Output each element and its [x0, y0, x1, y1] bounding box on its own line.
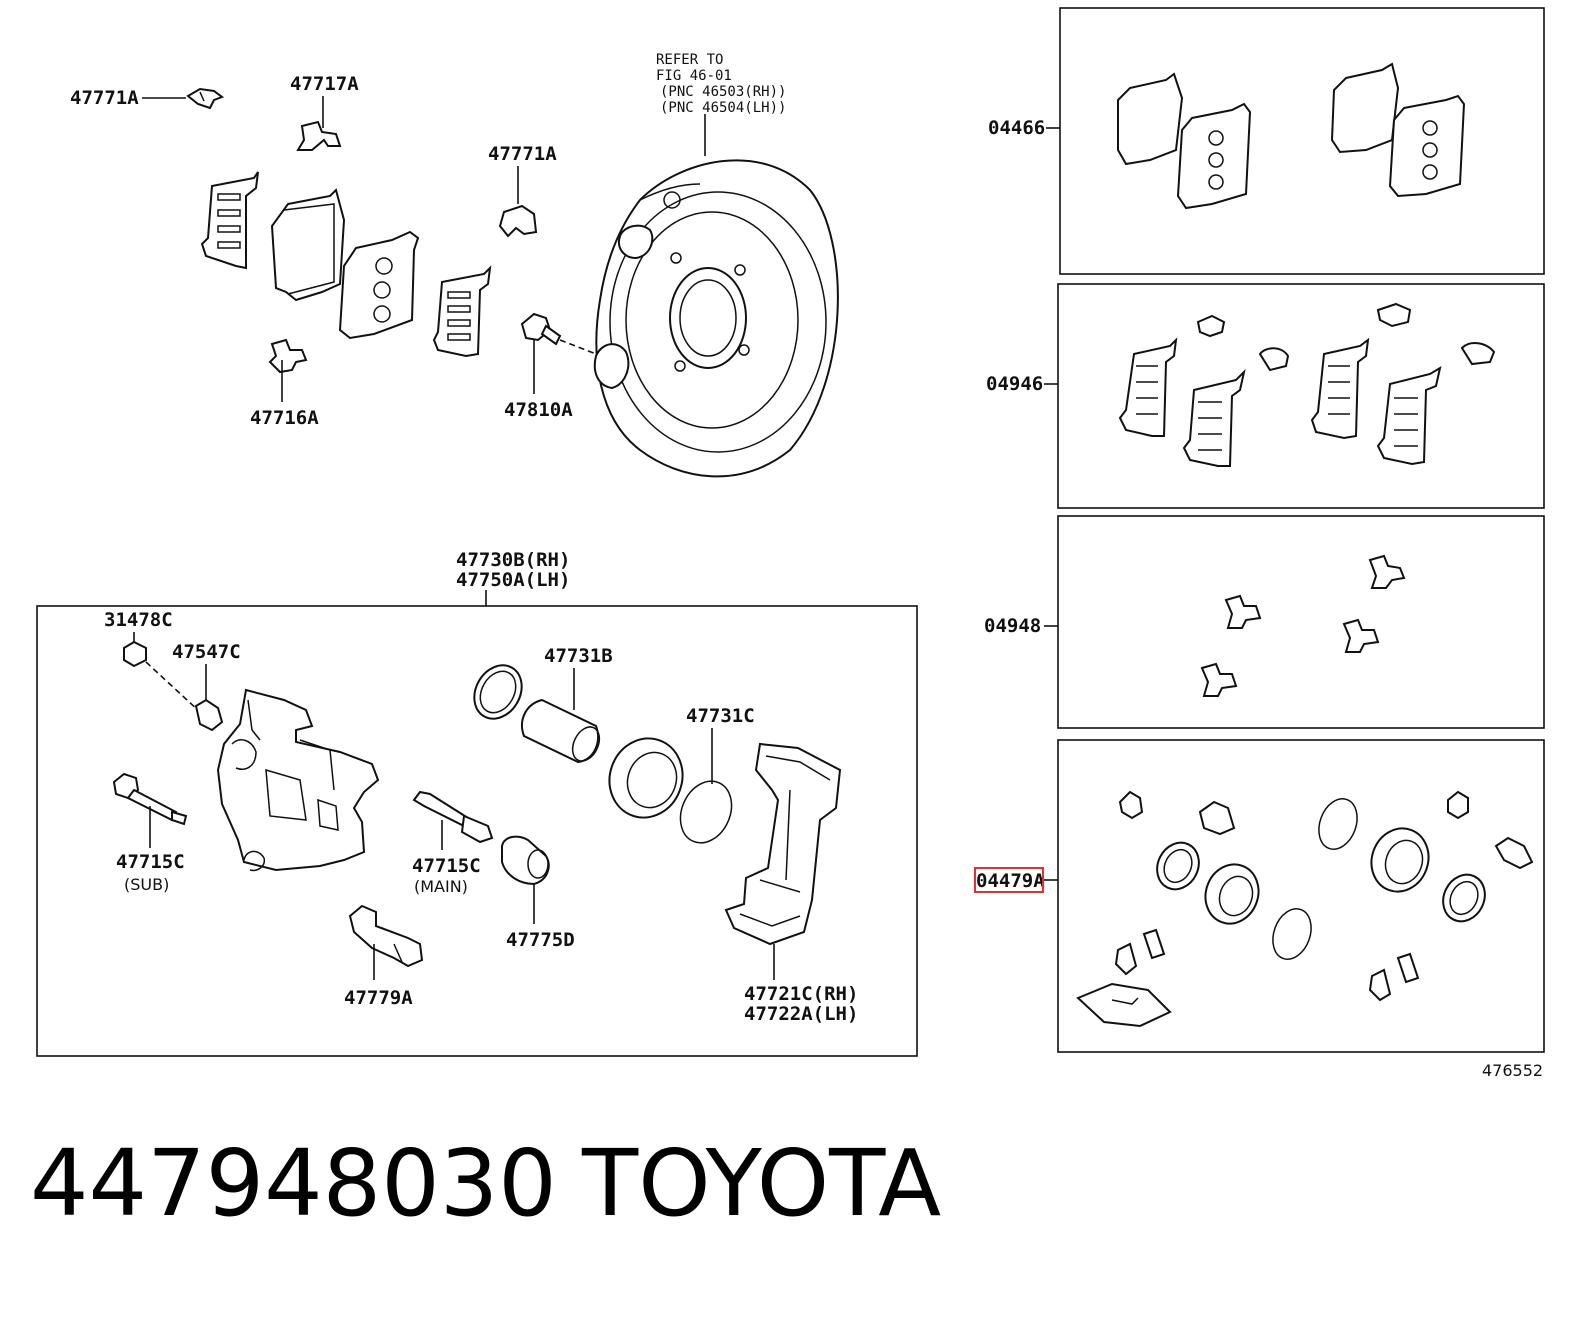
- shim-left-outer[interactable]: [200, 171, 259, 270]
- label-47775d[interactable]: 47775D: [506, 929, 575, 951]
- label-47715c-sub[interactable]: 47715C: [116, 851, 185, 873]
- caliper-body[interactable]: [216, 688, 380, 872]
- slide-pin-47715c-sub[interactable]: [112, 772, 188, 826]
- label-47721c-rh[interactable]: 47721C(RH): [744, 983, 858, 1005]
- label-47730b-rh[interactable]: 47730B(RH): [456, 549, 570, 571]
- bleeder-plug-47547c[interactable]: [194, 698, 224, 732]
- refer-line-3: (PNC 46503(RH)): [660, 84, 786, 100]
- label-47547c[interactable]: 47547C: [172, 641, 241, 663]
- retaining-ring[interactable]: [671, 773, 741, 851]
- illustration-id: 476552: [1482, 1061, 1543, 1080]
- brand-name: TOYOTA: [582, 1130, 942, 1237]
- boot-47775d[interactable]: [501, 835, 550, 886]
- label-47731b[interactable]: 47731B: [544, 645, 613, 667]
- refer-line-1: REFER TO: [656, 52, 723, 68]
- kit-04479a-panel: 04479A: [974, 739, 1545, 1053]
- label-47717a[interactable]: 47717A: [290, 73, 359, 95]
- kit-04479a-frame: [1057, 739, 1545, 1053]
- seal-ring[interactable]: [465, 657, 531, 727]
- label-47771a-left[interactable]: 47771A: [70, 87, 139, 109]
- note-sub: (SUB): [124, 875, 169, 894]
- bleeder-cap-31478c[interactable]: [123, 640, 147, 668]
- clip-47716a[interactable]: [268, 338, 308, 374]
- clip-47771a-center[interactable]: [498, 204, 538, 238]
- kit-04946-clips[interactable]: [1196, 302, 1496, 372]
- label-04466[interactable]: 04466: [988, 117, 1045, 139]
- kit-04946-shims[interactable]: [1118, 337, 1442, 467]
- highlight-box: [974, 867, 1044, 893]
- top-assembly: 47771A 47717A: [70, 52, 839, 478]
- refer-line-2: FIG 46-01: [656, 68, 732, 84]
- bushing-47779a[interactable]: [348, 904, 424, 968]
- piston[interactable]: [521, 698, 605, 765]
- backing-plate[interactable]: [593, 159, 839, 478]
- label-47716a[interactable]: 47716A: [250, 407, 319, 429]
- kit-04479a-clips-and-grease[interactable]: [1076, 928, 1420, 1028]
- brake-pad-inner[interactable]: [270, 188, 346, 302]
- bolt-47810a[interactable]: [520, 312, 562, 346]
- kit-04946-panel: 04946: [986, 283, 1545, 509]
- label-31478c[interactable]: 31478C: [104, 609, 173, 631]
- label-47715c-main[interactable]: 47715C: [412, 855, 481, 877]
- caliper-group: 47730B(RH) 47750A(LH) 31478C 47547C: [36, 549, 918, 1057]
- label-04948[interactable]: 04948: [984, 615, 1041, 637]
- clip-47771a-left[interactable]: [186, 87, 225, 110]
- label-47731c[interactable]: 47731C: [686, 705, 755, 727]
- label-47771a-center[interactable]: 47771A: [488, 143, 557, 165]
- kit-04466-panel: 04466: [988, 7, 1545, 275]
- label-04479a[interactable]: 04479A: [976, 870, 1045, 892]
- label-04946[interactable]: 04946: [986, 373, 1043, 395]
- label-47750a-lh[interactable]: 47750A(LH): [456, 569, 570, 591]
- label-47722a-lh[interactable]: 47722A(LH): [744, 1003, 858, 1025]
- kit-04479a-seals[interactable]: [1118, 790, 1534, 965]
- shim-right-outer[interactable]: [432, 265, 492, 358]
- part-number: 447948030: [30, 1130, 557, 1237]
- label-47810a[interactable]: 47810A: [504, 399, 573, 421]
- refer-line-4: (PNC 46504(LH)): [660, 100, 786, 116]
- slide-pin-47715c-main[interactable]: [412, 790, 494, 844]
- label-47779a[interactable]: 47779A: [344, 987, 413, 1009]
- piston-boot[interactable]: [598, 728, 693, 828]
- kit-04466-frame: [1059, 7, 1545, 275]
- kit-04946-frame: [1057, 283, 1545, 509]
- clip-47717a[interactable]: [296, 120, 342, 151]
- kit-04466-pads-right[interactable]: [1330, 62, 1466, 198]
- note-main: (MAIN): [414, 877, 468, 896]
- caliper-group-frame: [36, 605, 918, 1057]
- kit-04466-pads-left[interactable]: [1117, 72, 1252, 210]
- kit-04948-frame: [1057, 515, 1545, 729]
- kit-04948-panel: 04948: [984, 515, 1545, 729]
- caliper-bracket[interactable]: [724, 742, 842, 946]
- brake-pad-outer[interactable]: [338, 230, 420, 340]
- kit-04948-clips[interactable]: [1200, 554, 1406, 697]
